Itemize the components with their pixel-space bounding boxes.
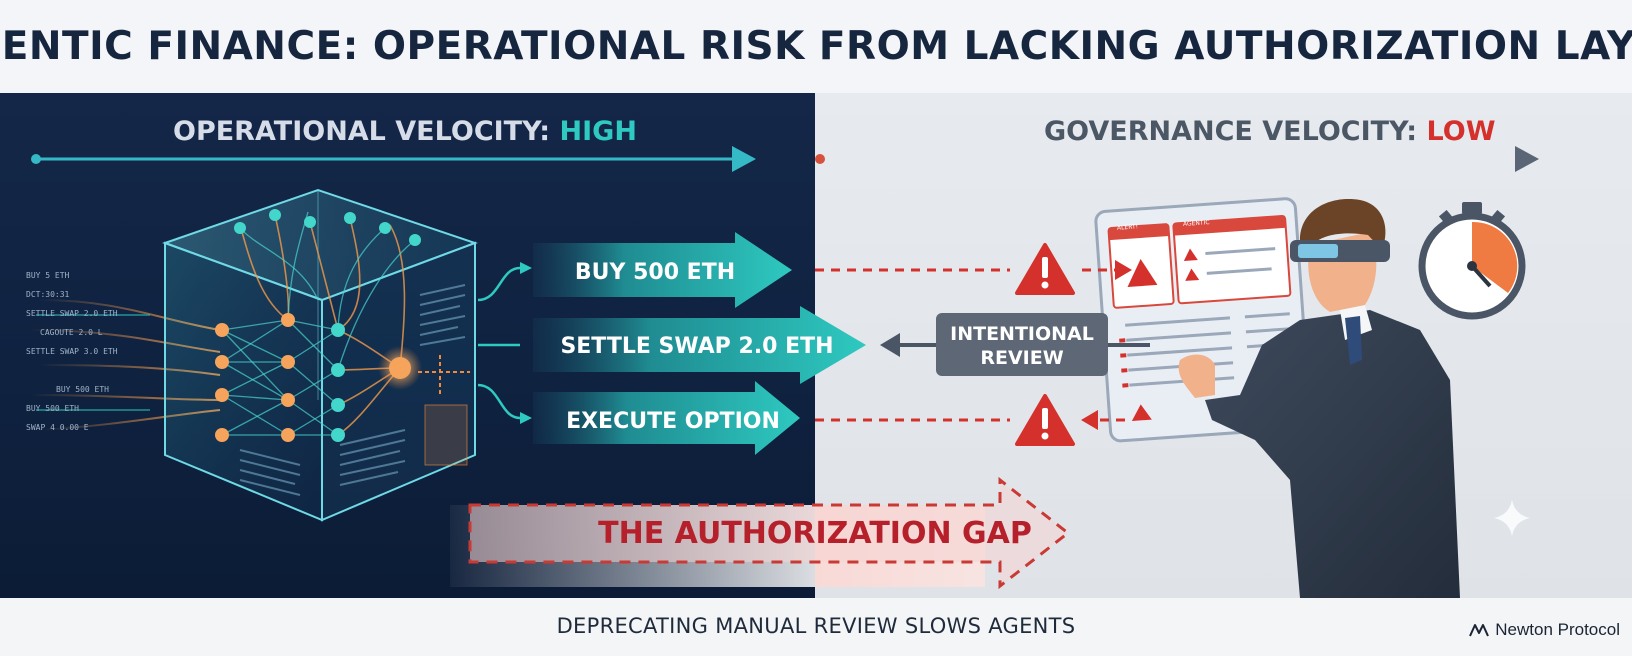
code-line: SETTLE SWAP 3.0 ETH <box>26 347 118 356</box>
code-line: CAGOUTE 2.0 L <box>40 328 103 337</box>
code-line: BUY 5 ETH <box>26 271 70 280</box>
warning-icon <box>1015 243 1075 295</box>
review-screen <box>1094 197 1312 443</box>
page-title: AGENTIC FINANCE: OPERATIONAL RISK FROM L… <box>0 24 1632 69</box>
authorization-gap-arrow <box>468 476 1071 590</box>
action-arrow-execute <box>533 381 800 455</box>
action-label-settle: SETTLE SWAP 2.0 ETH <box>560 334 833 359</box>
code-line: BUY 500 ETH <box>26 404 79 413</box>
code-line: SETTLE SWAP 2.0 ETH <box>26 309 118 318</box>
governance-velocity-label: GOVERNANCE VELOCITY: <box>1044 116 1418 147</box>
governance-scene <box>815 146 1539 598</box>
title-bar: AGENTIC FINANCE: OPERATIONAL RISK FROM L… <box>0 0 1632 93</box>
brand-mark: Newton Protocol <box>1469 620 1620 640</box>
reviewer-figure <box>1178 199 1460 598</box>
code-line: BUY 500 ETH <box>56 385 109 394</box>
brand-name: Newton Protocol <box>1495 620 1620 639</box>
operational-velocity-heading: OPERATIONAL VELOCITY: HIGH <box>173 116 637 147</box>
code-line: SWAP 4 0.00 E <box>26 423 89 432</box>
action-label-execute: EXECUTE OPTION <box>566 409 780 434</box>
caption-bar: DEPRECATING MANUAL REVIEW SLOWS AGENTS N… <box>0 598 1632 656</box>
code-stream: BUY 5 ETH DCT:30:31 SETTLE SWAP 2.0 ETH … <box>26 266 118 437</box>
action-arrow-buy <box>533 232 792 308</box>
governance-velocity-heading: GOVERNANCE VELOCITY: LOW <box>1044 116 1495 147</box>
intentional-review-box <box>936 313 1108 376</box>
authorization-gap-label: THE AUTHORIZATION GAP <box>598 516 1032 551</box>
action-label-buy: BUY 500 ETH <box>575 260 735 285</box>
code-line: DCT:30:31 <box>26 290 70 299</box>
warning-icon <box>1015 394 1075 446</box>
operational-velocity-level: HIGH <box>559 116 637 147</box>
governance-velocity-level: LOW <box>1426 116 1496 147</box>
action-arrow-settle <box>533 306 866 384</box>
review-label-line1: INTENTIONAL <box>950 323 1094 345</box>
caption-text: DEPRECATING MANUAL REVIEW SLOWS AGENTS <box>556 614 1076 638</box>
operational-velocity-label: OPERATIONAL VELOCITY: <box>173 116 551 147</box>
newton-logo-icon <box>1469 624 1490 637</box>
stopwatch-icon <box>1418 202 1526 320</box>
review-label-line2: REVIEW <box>980 347 1063 369</box>
sparkle-icon <box>1494 500 1530 536</box>
